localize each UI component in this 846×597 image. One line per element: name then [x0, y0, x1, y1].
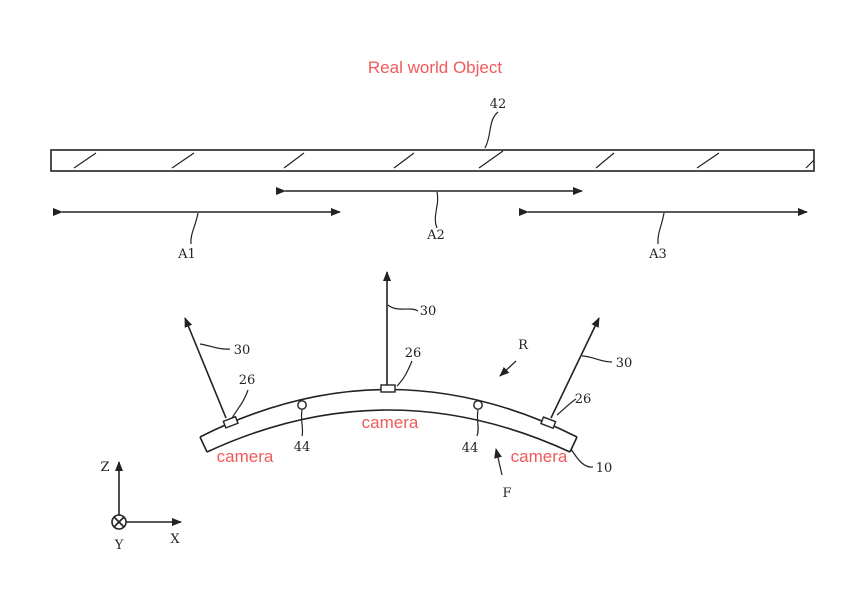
camera-center-label: camera [362, 413, 419, 432]
optical-axis-left-ref: 30 [234, 343, 251, 358]
sensor-left-ref: 44 [294, 440, 311, 455]
optical-axis-right [550, 317, 600, 419]
sensor-right-leader [476, 409, 479, 437]
object-leader [484, 111, 499, 149]
optical-axis-right-leader [581, 355, 613, 363]
camera-left-label: camera [217, 447, 274, 466]
object-bar [50, 149, 815, 172]
range-a2 [276, 187, 583, 229]
range-a3-label: A3 [648, 247, 667, 262]
rear-ref: R [518, 338, 529, 353]
camera-left-leader [231, 389, 249, 419]
camera-center-leader [396, 360, 413, 387]
device-ref: 10 [596, 461, 613, 476]
range-a3 [519, 208, 808, 245]
title-label: Real world Object [368, 58, 502, 77]
optical-axis-center-leader [387, 304, 419, 312]
camera-right-label: camera [511, 447, 568, 466]
camera-right-module [540, 416, 557, 430]
sensor-right [473, 400, 483, 410]
optical-axis-center-ref: 30 [420, 304, 437, 319]
range-a2-label: A2 [426, 228, 445, 243]
camera-right-leader [556, 398, 577, 416]
sensor-left-leader [300, 409, 304, 437]
camera-right-ref: 26 [575, 392, 592, 407]
object-ref: 42 [490, 97, 507, 112]
sensor-left [297, 400, 307, 410]
optical-axis-left [184, 317, 227, 419]
z-axis-label: Z [100, 460, 109, 475]
range-a1 [53, 208, 341, 245]
rear-arrow [499, 360, 517, 377]
device-leader [570, 448, 594, 468]
sensor-right-ref: 44 [462, 441, 479, 456]
front-ref: F [502, 486, 511, 501]
camera-center-ref: 26 [405, 346, 422, 361]
coordinate-axes [111, 461, 182, 530]
optical-axis-left-leader [199, 343, 231, 350]
y-axis-label: Y [114, 538, 124, 553]
camera-center-module [380, 384, 396, 393]
x-axis-label: X [170, 532, 180, 547]
range-a1-label: A1 [177, 247, 196, 262]
optical-axis-right-ref: 30 [616, 356, 633, 371]
camera-left-ref: 26 [239, 373, 256, 388]
camera-left-module [222, 415, 239, 429]
front-arrow [494, 448, 503, 476]
